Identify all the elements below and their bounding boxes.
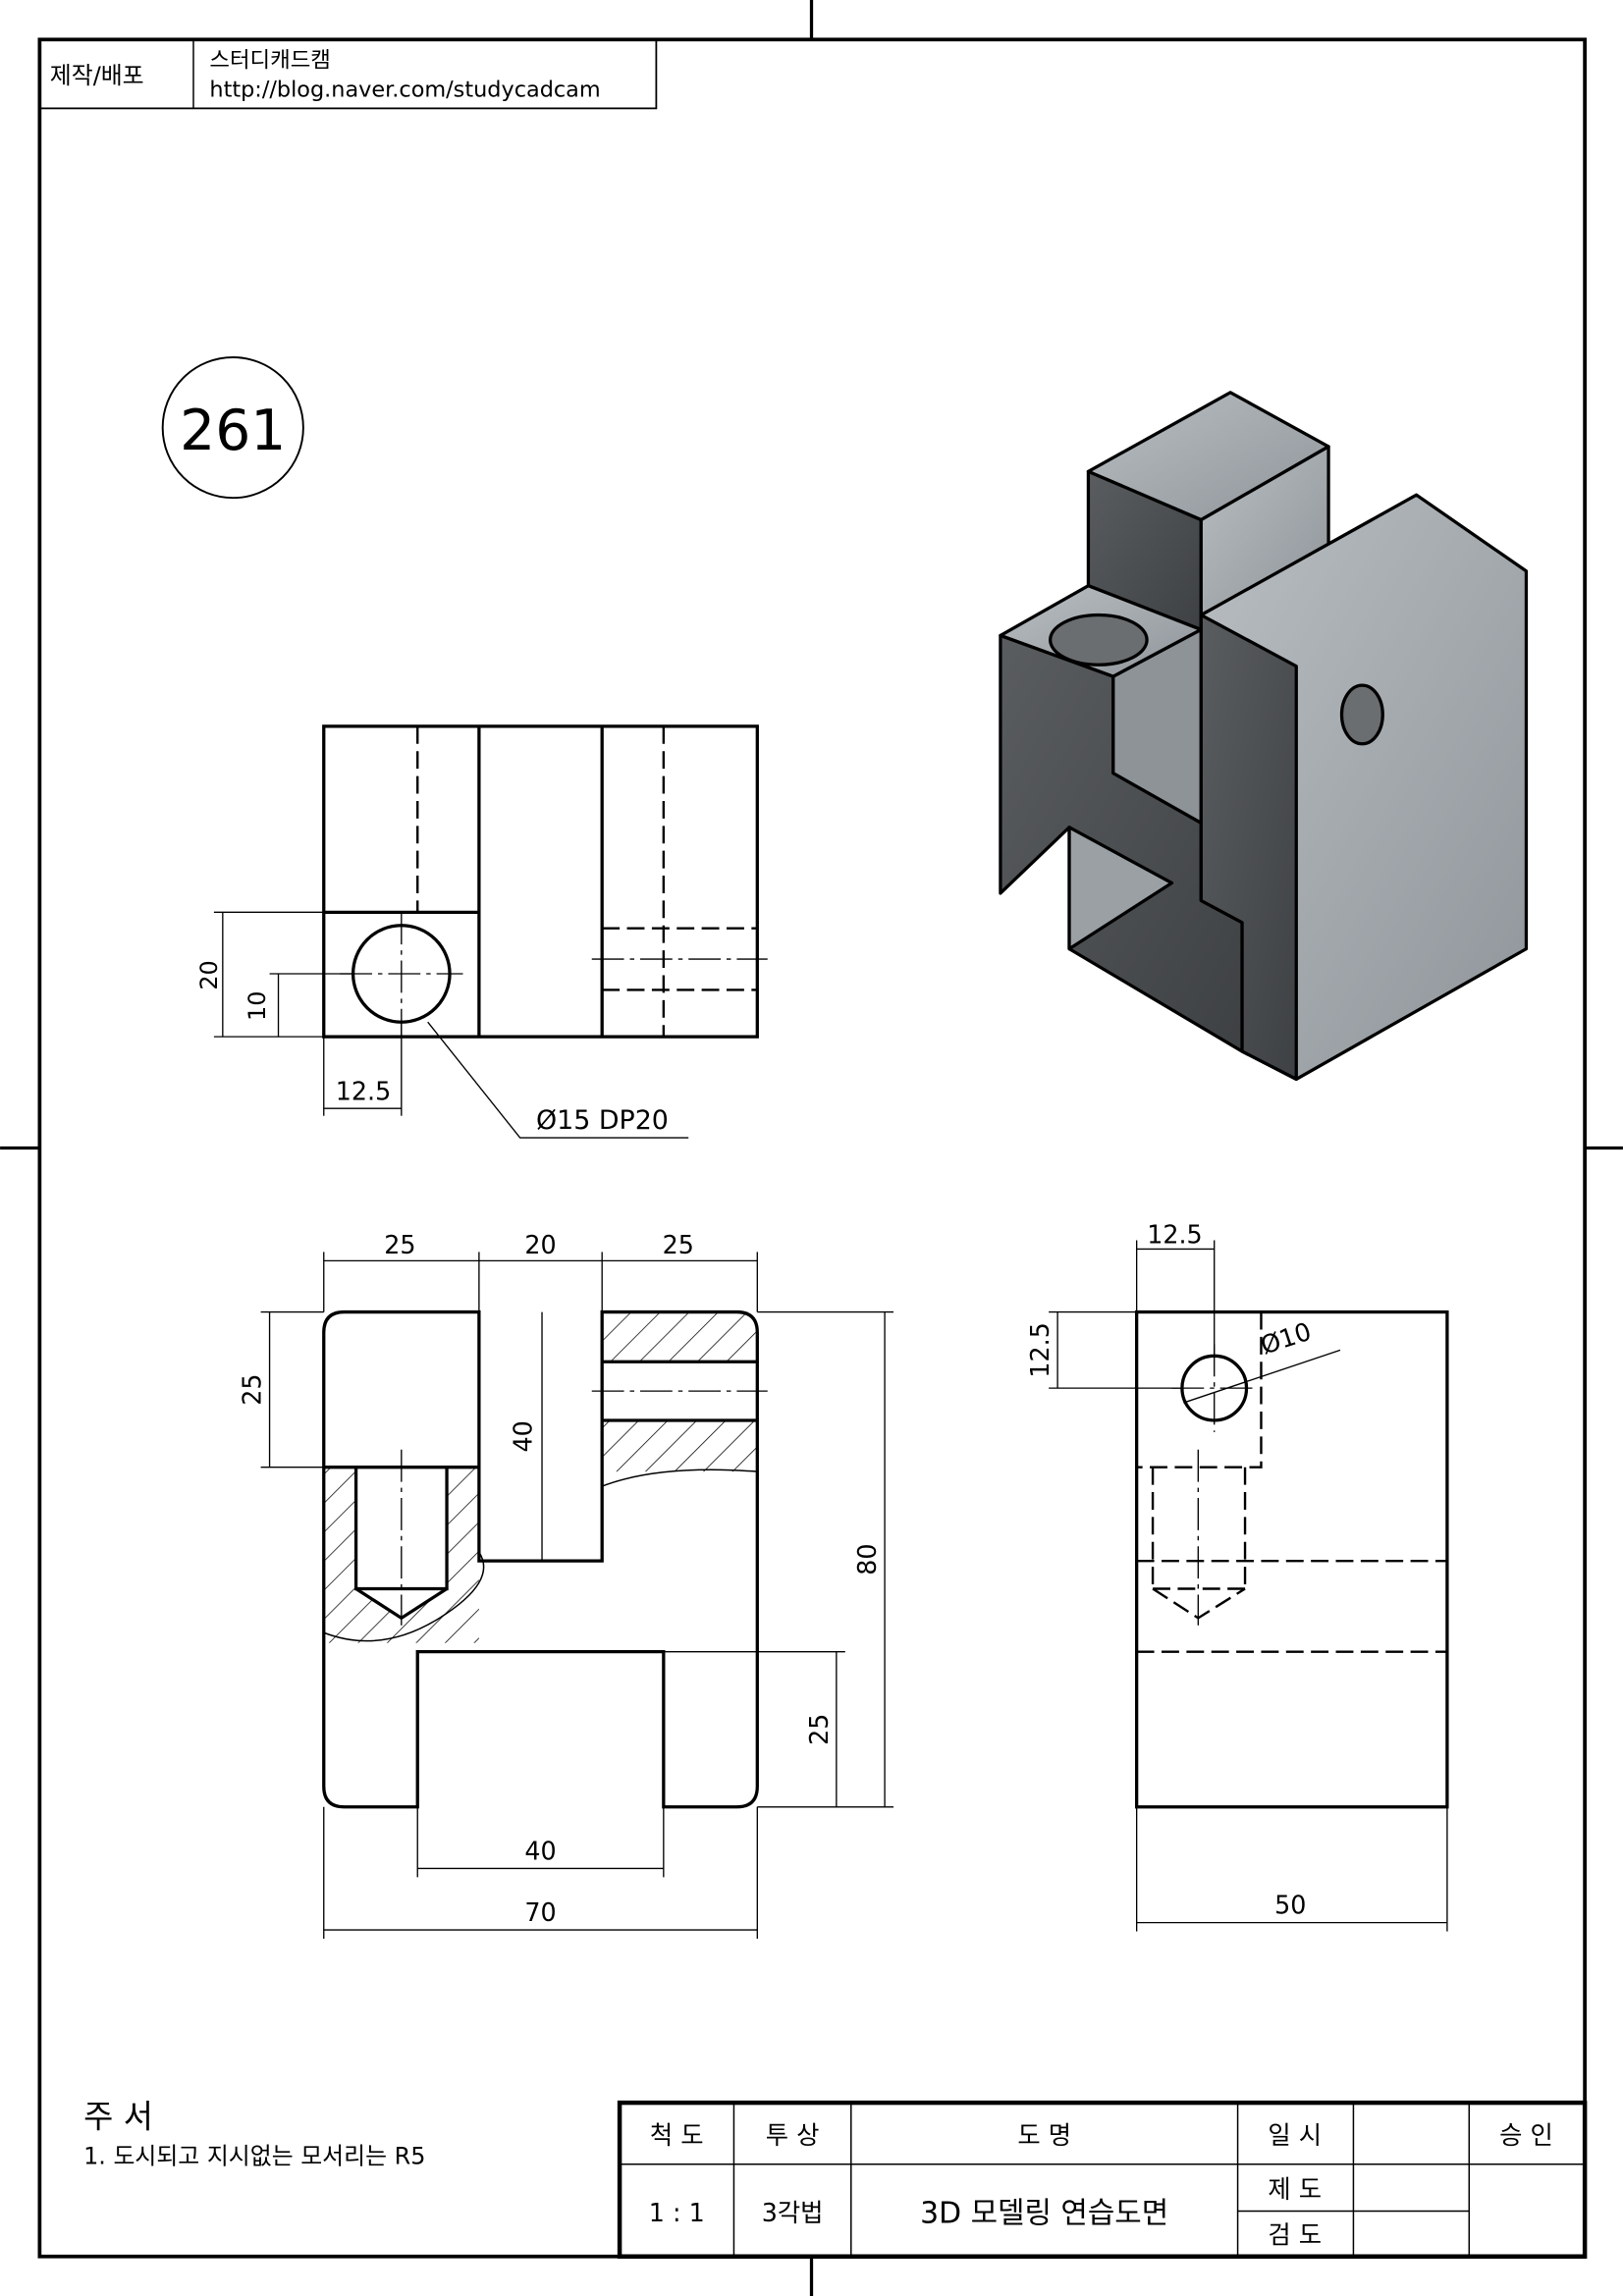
dim-40-slot: 40 (509, 1420, 538, 1452)
drawing-number: 261 (180, 399, 286, 463)
drawing-name: 3D 모델링 연습도면 (920, 2196, 1168, 2230)
dim-12-5: 12.5 (336, 1076, 391, 1105)
notes-title: 주 서 (83, 2098, 153, 2135)
scale-value: 1 : 1 (649, 2198, 705, 2227)
publisher-url[interactable]: http://blog.naver.com/studycadcam (209, 77, 600, 102)
drawn-by-label: 제 도 (1268, 2174, 1322, 2204)
note-item: 1. 도시되고 지시없는 모서리는 R5 (83, 2143, 425, 2170)
hole-callout: Ø15 DP20 (536, 1105, 669, 1136)
front-view: 25 20 25 25 40 80 25 40 70 (238, 1230, 894, 1940)
dim-25-height: 25 (238, 1374, 267, 1406)
dim-25-left: 25 (384, 1230, 415, 1259)
notes: 주 서 1. 도시되고 지시없는 모서리는 R5 (83, 2098, 425, 2169)
dim-80: 80 (852, 1544, 882, 1575)
checked-by-label: 검 도 (1268, 2219, 1322, 2249)
hole-callout-10: Ø10 (1257, 1316, 1315, 1361)
date-label: 일 시 (1268, 2120, 1322, 2150)
projection-value: 3각법 (762, 2198, 824, 2227)
approval-label: 승 인 (1499, 2120, 1553, 2150)
top-view: 20 10 12.5 Ø15 DP20 (195, 724, 768, 1139)
dim-20: 20 (524, 1230, 556, 1259)
projection-label: 투 상 (766, 2120, 820, 2150)
publisher-label: 제작/배포 (50, 62, 144, 89)
scale-label: 척 도 (650, 2120, 704, 2150)
drawing-name-label: 도 명 (1017, 2120, 1071, 2150)
dim-20: 20 (195, 960, 223, 989)
dim-25-right: 25 (663, 1230, 694, 1259)
isometric-view (999, 391, 1529, 1082)
dim-25-bottom: 25 (804, 1714, 834, 1745)
title-block: 척 도 투 상 도 명 일 시 승 인 1 : 1 3각법 3D 모델링 연습도… (617, 2100, 1588, 2259)
dim-70: 70 (524, 1897, 556, 1927)
dim-10: 10 (243, 991, 271, 1021)
publisher-box: 제작/배포 스터디캐드캠 http://blog.naver.com/study… (38, 38, 658, 110)
side-view: 12.5 12.5 50 Ø10 (1025, 1219, 1449, 1932)
publisher-name: 스터디캐드캠 (209, 48, 330, 74)
drawing-number-balloon: 261 (161, 356, 304, 500)
dim-50: 50 (1274, 1891, 1306, 1920)
dim-12-5-horizontal: 12.5 (1147, 1219, 1202, 1249)
dim-40-bottom: 40 (524, 1836, 556, 1865)
dim-12-5-vertical: 12.5 (1025, 1322, 1055, 1377)
